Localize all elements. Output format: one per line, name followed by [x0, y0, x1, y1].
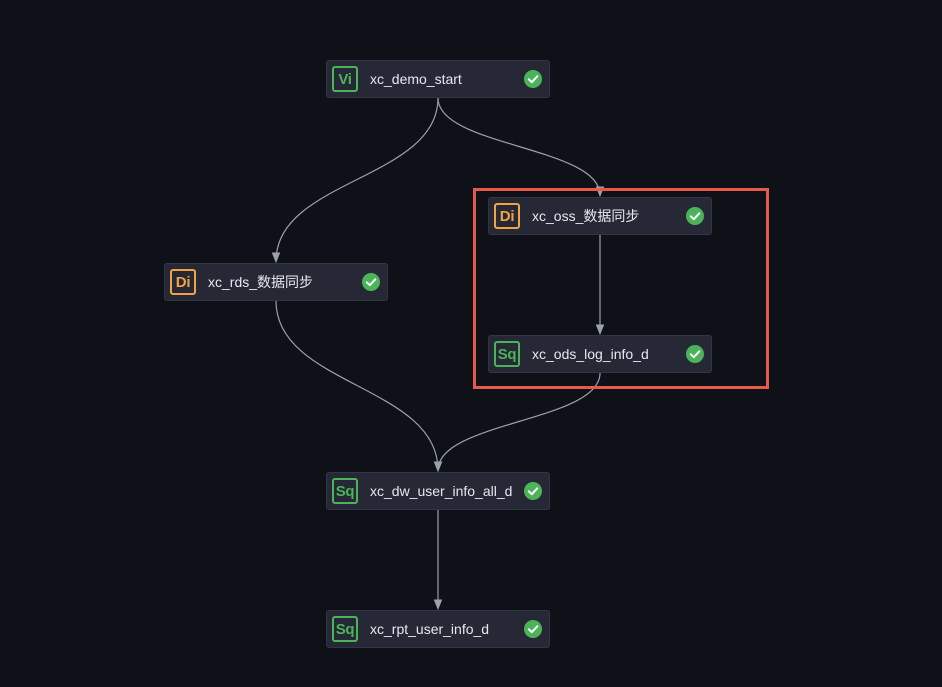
edge-xc_demo_start-to-xc_rds	[271, 97, 439, 264]
data-integration-icon: Di	[170, 269, 196, 295]
sql-node-icon: Sq	[332, 616, 358, 642]
check-circle-icon	[686, 345, 704, 363]
task-node-label: xc_rpt_user_info_d	[370, 621, 490, 637]
data-integration-icon: Di	[494, 203, 520, 229]
task-node-label: xc_oss_数据同步	[532, 208, 640, 224]
sql-node-icon: Sq	[494, 341, 520, 367]
check-circle-icon	[524, 620, 542, 638]
edge-xc_rds-to-xc_dw_user_info_all_d	[275, 300, 443, 473]
task-node-xc-ods-log-info-d[interactable]: Sq xc_ods_log_info_d	[488, 335, 712, 373]
task-node-xc-demo-start[interactable]: Vi xc_demo_start	[326, 60, 550, 98]
check-circle-icon	[524, 70, 542, 88]
task-node-xc-rpt-user-info-d[interactable]: Sq xc_rpt_user_info_d	[326, 610, 550, 648]
virtual-node-icon: Vi	[332, 66, 358, 92]
check-circle-icon	[362, 273, 380, 291]
task-node-label: xc_ods_log_info_d	[532, 346, 649, 362]
task-node-label: xc_rds_数据同步	[208, 274, 314, 290]
check-circle-icon	[686, 207, 704, 225]
edge-xc_demo_start-to-xc_oss	[437, 97, 605, 198]
task-node-xc-dw-user-info-all-d[interactable]: Sq xc_dw_user_info_all_d	[326, 472, 550, 510]
task-node-xc-rds-sync[interactable]: Di xc_rds_数据同步	[164, 263, 388, 301]
edge-xc_ods_log_info_d-to-xc_dw_user_info_all_d	[433, 372, 601, 473]
check-circle-icon	[524, 482, 542, 500]
task-node-label: xc_dw_user_info_all_d	[370, 483, 513, 499]
sql-node-icon: Sq	[332, 478, 358, 504]
task-node-label: xc_demo_start	[370, 71, 462, 87]
task-node-xc-oss-sync[interactable]: Di xc_oss_数据同步	[488, 197, 712, 235]
